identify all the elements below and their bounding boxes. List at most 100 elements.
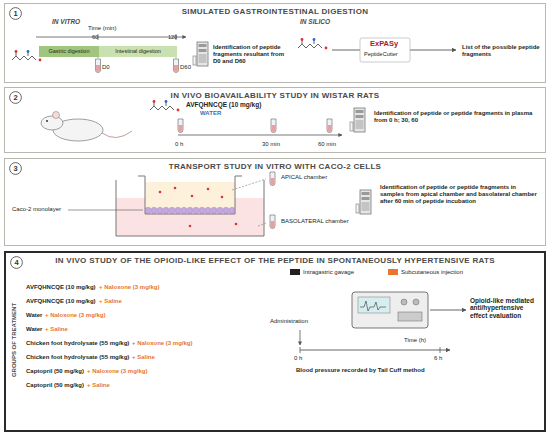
annotation: Identification of peptide fragments resu… (213, 44, 291, 65)
step-circle (11, 257, 23, 269)
treatment-gavage: Water (26, 312, 42, 319)
treatment-gavage: Captopril (50 mg/kg) (26, 382, 84, 389)
annotation: Opioid-like mediated anti/hypertensive e… (470, 297, 542, 319)
section-panel: 1Gastric digestion Intestinal digestion SI… (4, 3, 546, 83)
sample-tube (270, 172, 275, 186)
transwell-figure (235, 223, 238, 226)
annotation: Blood pressure recorded by Tail Cuff met… (296, 367, 425, 374)
sampling-timeline (327, 119, 332, 133)
step-circle (10, 92, 22, 104)
transwell-figure (221, 196, 224, 199)
hplc-ms-icon (350, 108, 365, 132)
treatment-gavage: Chicken foot hydrolysate (55 mg/kg) (26, 354, 129, 361)
annotation: BASOLATERAL chamber (281, 218, 349, 225)
legend-text: Intragastric gavage (303, 269, 354, 275)
digestion-phase-bar: Gastric digestion (39, 46, 99, 57)
legend-item: Intragastric gavage (290, 269, 354, 275)
step-number: 1 (9, 7, 22, 20)
annotation: 0 h (175, 141, 183, 148)
transwell-figure (116, 176, 264, 236)
treatment-injection: + Naloxone (3 mg/kg) (45, 312, 106, 319)
hplc-ms-icon (350, 108, 365, 132)
annotation: 0 h (294, 355, 302, 362)
annotation: 60 (92, 34, 98, 40)
step-number-text: 3 (13, 165, 17, 173)
annotation: 60 min (318, 141, 336, 148)
annotation: Identification of peptide or peptide fra… (380, 184, 540, 205)
annotation: 30 min (262, 141, 280, 148)
peptide-molecule (12, 50, 41, 61)
tail-cuff-device (352, 292, 428, 328)
transwell-figure (174, 187, 177, 190)
sampling-timeline (271, 119, 276, 133)
leader-line (68, 179, 266, 226)
step-number-text: 1 (13, 10, 17, 18)
annotation: Identification of peptide or peptide fra… (374, 110, 539, 124)
phase-label: Intestinal digestion (115, 49, 161, 55)
process-arrow (300, 347, 301, 353)
tail-cuff-device (398, 312, 422, 321)
leader-line (68, 210, 143, 211)
treatment-injection: + Saline (132, 354, 155, 361)
group-heading: GROUPS OF TREATMENT (11, 303, 18, 377)
annotation: 6 h (434, 355, 442, 362)
sample-tube (270, 215, 275, 229)
transwell-figure (138, 176, 242, 214)
legend-text: Subcutaneous injection (401, 269, 463, 275)
treatment-gavage: AVFQHNCQE (10 mg/kg) (26, 298, 96, 305)
tail-cuff-device (352, 292, 428, 328)
annotation: Time (min) (88, 25, 116, 32)
annotation: APICAL chamber (281, 174, 327, 181)
transwell-figure (191, 195, 194, 198)
treatment-gavage: Captopril (50 mg/kg) (26, 368, 84, 375)
time-axis (36, 34, 186, 58)
peptide-molecule (298, 38, 327, 49)
section-title: TRANSPORT STUDY IN VITRO WITH CACO-2 CEL… (5, 159, 545, 171)
treatment-gavage: Chicken foot hydrolysate (55 mg/kg) (26, 340, 129, 347)
legend-swatch (290, 269, 300, 275)
sample-tube (174, 59, 179, 73)
rat-figure (53, 112, 60, 119)
step-number: 2 (9, 91, 22, 104)
leader-line (258, 223, 266, 226)
process-arrow (332, 38, 456, 62)
treatment-gavage: Water (26, 326, 42, 333)
process-arrow (360, 38, 410, 62)
time-axis (36, 37, 186, 38)
annotation: AVFQHNCQE (10 mg/kg) (186, 101, 261, 108)
sample-tube (270, 172, 275, 229)
peptide-molecule (150, 100, 179, 111)
step-circle (10, 8, 22, 20)
annotation: Caco-2 monolayer (12, 206, 61, 213)
legend-swatch (388, 269, 398, 275)
sample-tube (96, 59, 101, 73)
annotation: WATER (200, 110, 221, 117)
phase-label: Gastric digestion (49, 49, 90, 55)
section-title: SIMULATED GASTROINTESTINAL DIGESTION (5, 4, 545, 16)
tail-cuff-device (360, 301, 386, 311)
peptide-molecule (150, 100, 179, 111)
transwell-figure (189, 225, 192, 228)
process-arrow (300, 350, 450, 351)
sample-tube (96, 59, 179, 73)
section-title: IN VIVO STUDY OF THE OPIOID-LIKE EFFECT … (6, 253, 544, 265)
step-number: 4 (10, 256, 23, 269)
sampling-timeline (178, 119, 342, 135)
annotation: ExPASy (370, 40, 398, 49)
annotation: 120 (168, 34, 177, 40)
treatment-gavage: AVFQHNCQE (10 mg/kg) (26, 284, 96, 291)
step-number: 3 (9, 162, 22, 175)
annotation: D60 (180, 64, 191, 71)
sampling-timeline (178, 119, 183, 133)
rat-figure (41, 116, 63, 130)
annotation: IN VITRO (52, 18, 80, 25)
annotation: List of the possible peptide fragments (462, 44, 542, 58)
transwell-figure (159, 191, 162, 194)
treatment-injection: + Saline (99, 298, 122, 305)
process-arrow (300, 330, 301, 345)
treatment-injection: + Saline (45, 326, 68, 333)
process-arrow (430, 310, 466, 311)
treatment-injection: + Naloxone (3 mg/kg) (87, 368, 148, 375)
section-title: IN VIVO BIOAVAILABILITY STUDY IN WISTAR … (5, 88, 545, 100)
